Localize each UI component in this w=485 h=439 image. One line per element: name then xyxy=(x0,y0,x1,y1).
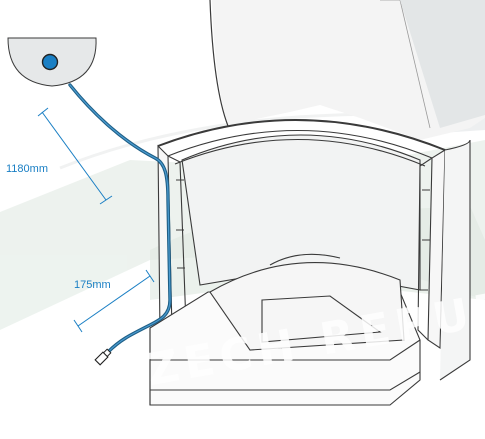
drain-hose xyxy=(68,83,172,354)
dimension-label-upper: 1180mm xyxy=(6,163,48,175)
dimension-lower xyxy=(73,269,155,333)
dimension-upper xyxy=(37,107,113,205)
wall-outlet-icon xyxy=(7,37,97,87)
hose-connector-icon xyxy=(94,348,112,366)
appliance-background xyxy=(209,0,485,140)
dimension-label-lower: 175mm xyxy=(74,279,111,291)
